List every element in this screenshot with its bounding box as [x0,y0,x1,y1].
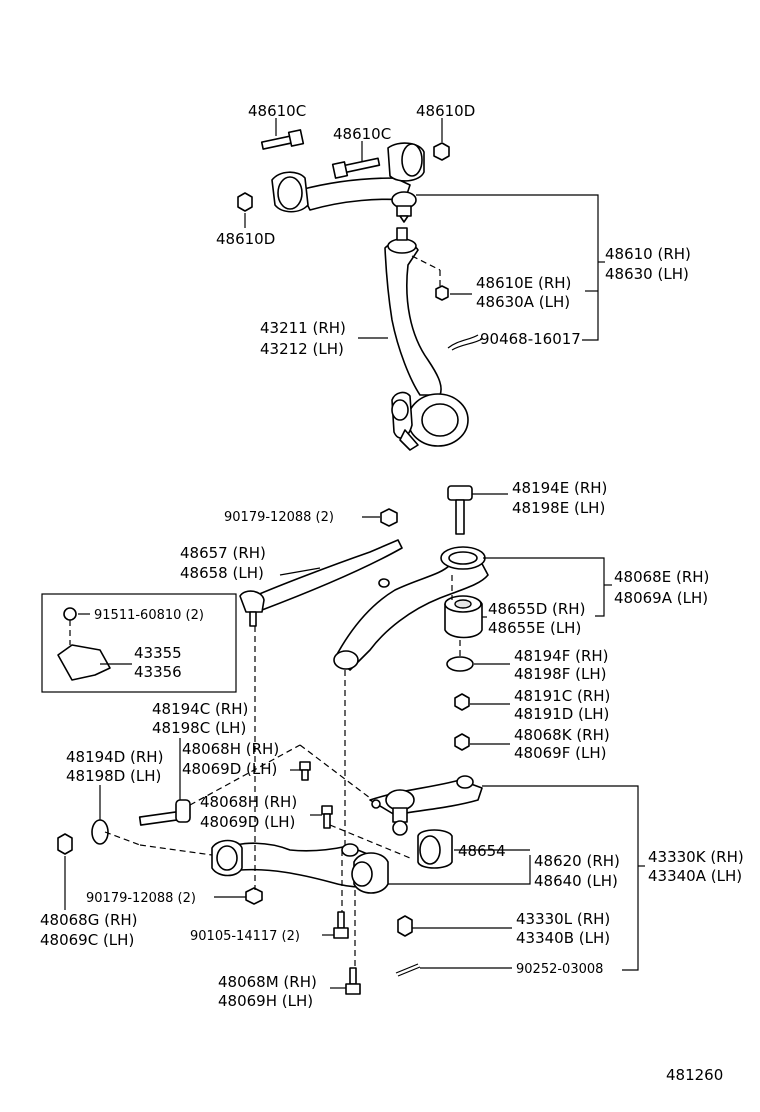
nut-48068k [454,733,470,751]
nut-43330l [397,915,413,937]
label-48654: 48654 [458,842,506,860]
lower-arm-48620 [211,839,389,894]
label-48194c-rh: 48194C (RH) [152,700,248,718]
label-48198d-lh: 48198D (LH) [66,767,161,785]
label-48068m-rh: 48068M (RH) [218,973,317,991]
upper-arm-illustration [237,129,483,451]
label-48068e-rh: 48068E (RH) [614,568,709,586]
upper-control-arm [271,142,425,223]
label-90252: 90252-03008 [516,962,603,977]
lower-leader-lines [64,493,645,989]
label-48068h-rh-b: 48068H (RH) [200,793,297,811]
label-48658-lh: 48658 (LH) [180,564,264,582]
label-48069f-lh: 48069F (LH) [514,744,606,762]
bolt-48194c [138,799,191,826]
label-48655d-rh: 48655D (RH) [488,600,585,618]
bracket-43355-box [41,593,237,693]
label-90105: 90105-14117 (2) [190,929,300,944]
lower-arm-illustration [41,485,489,995]
label-48198e-lh: 48198E (LH) [512,499,605,517]
bolt-90105 [333,911,349,939]
label-48640-lh: 48640 (LH) [534,872,618,890]
nut-90179-top [380,508,398,527]
label-43211-rh: 43211 (RH) [260,319,346,337]
bolt-48068m [345,967,361,995]
nut-48610e [435,285,449,301]
nut-48610d-left [237,192,253,212]
label-43355: 43355 [134,644,182,662]
label-48610d-b: 48610D [216,230,275,248]
label-43356: 43356 [134,663,182,681]
label-48194f-rh: 48194F (RH) [514,647,609,665]
label-48194d-rh: 48194D (RH) [66,748,163,766]
bushing-48654 [417,829,453,869]
label-48610c-a: 48610C [248,102,306,120]
label-91511: 91511-60810 (2) [94,608,204,623]
label-48069c-lh: 48069C (LH) [40,931,134,949]
label-48069d-lh-a: 48069D (LH) [182,760,277,778]
label-48069d-lh-b: 48069D (LH) [200,813,295,831]
label-48630-lh: 48630 (LH) [605,265,689,283]
label-48610c-b: 48610C [333,125,391,143]
bolt-91511 [63,607,77,621]
illustration-number: 481260 [666,1066,723,1084]
label-43212-lh: 43212 (LH) [260,340,344,358]
cotter-pin-90252 [395,963,421,977]
label-43330k-rh: 43330K (RH) [648,848,744,866]
bracket-43355 [57,644,111,681]
label-48198c-lh: 48198C (LH) [152,719,246,737]
label-48069a-lh: 48069A (LH) [614,589,708,607]
strut-bar-48657 [239,539,403,627]
label-48610e-rh: 48610E (RH) [476,274,571,292]
label-48198f-lh: 48198F (LH) [514,665,606,683]
label-48620-rh: 48620 (RH) [534,852,620,870]
label-90468: 90468-16017 [480,330,581,348]
label-90179-b: 90179-12088 (2) [86,891,196,906]
bolt-48068h-b [321,805,333,829]
lower-labels: 48194E (RH) 48198E (LH) 90179-12088 (2) … [40,479,744,1084]
label-48068g-rh: 48068G (RH) [40,911,138,929]
bolt-48610c-left [260,129,305,150]
bushing-48655d [444,595,483,639]
bolt-48068h-a [299,761,311,781]
label-48068k-rh: 48068K (RH) [514,726,610,744]
nut-48068g [57,833,73,855]
label-90179-a: 90179-12088 (2) [224,510,334,525]
label-48610-rh: 48610 (RH) [605,245,691,263]
bolt-48194e [447,485,473,535]
label-48191c-rh: 48191C (RH) [514,687,610,705]
label-48610d-a: 48610D [416,102,475,120]
label-48194e-rh: 48194E (RH) [512,479,607,497]
cotter-pin-90468 [447,334,483,351]
nut-90179-lower [245,887,263,905]
nut-48191c [454,693,470,711]
upper-leader-lines [244,118,605,341]
upper-labels: 48610C 48610C 48610D 48610D 48610 (RH) 4… [216,102,691,358]
label-43330l-rh: 43330L (RH) [516,910,610,928]
nut-48610d-top [433,142,450,161]
label-48068h-rh-a: 48068H (RH) [182,740,279,758]
washer-48194f [446,656,474,672]
label-48630a-lh: 48630A (LH) [476,293,570,311]
label-43340a-lh: 43340A (LH) [648,867,742,885]
label-43340b-lh: 43340B (LH) [516,929,610,947]
ball-joint-43330k [369,775,483,836]
lower-arm-48068e [333,546,489,671]
label-48191d-lh: 48191D (LH) [514,705,609,723]
label-48657-rh: 48657 (RH) [180,544,266,562]
label-48069h-lh: 48069H (LH) [218,992,313,1010]
label-48655e-lh: 48655E (LH) [488,619,581,637]
bolt-48610c-right [331,157,381,179]
steering-knuckle [384,227,469,451]
